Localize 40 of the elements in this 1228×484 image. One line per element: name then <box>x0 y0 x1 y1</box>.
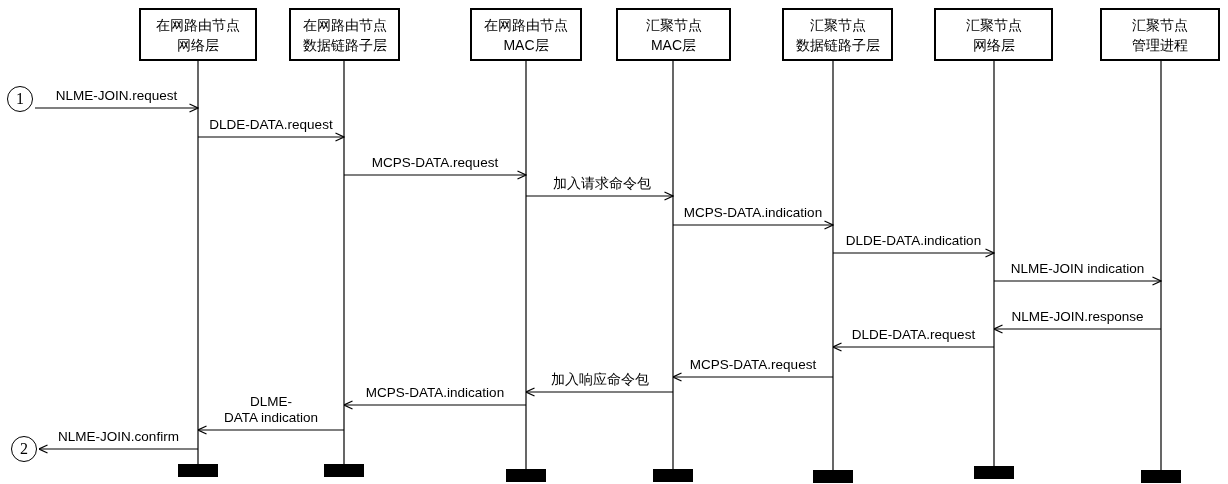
message-arrow <box>343 170 527 180</box>
participant-name: 在网路由节点 <box>484 15 568 35</box>
message-arrow <box>672 372 834 382</box>
message-label: 加入响应命令包 <box>549 372 650 388</box>
message-label: NLME-JOIN.request <box>54 88 179 104</box>
message-arrow <box>197 425 345 435</box>
message-arrow <box>197 132 345 142</box>
message-label: NLME-JOIN.response <box>1010 309 1145 325</box>
message-arrow <box>34 103 199 113</box>
message-label: MCPS-DATA.request <box>370 155 500 171</box>
message-arrow <box>672 220 834 230</box>
message-label: MCPS-DATA.request <box>688 357 818 373</box>
participant-name: MAC层 <box>650 35 697 55</box>
message-arrow <box>525 387 674 397</box>
participant-name: 数据链路子层 <box>795 35 880 55</box>
participant-name: 汇聚节点 <box>645 15 702 35</box>
participant-name: MAC层 <box>503 35 549 55</box>
step-number: 2 <box>20 441 28 457</box>
message-arrow <box>525 191 674 201</box>
participant-name: 在网路由节点 <box>302 15 387 35</box>
participant-name: 管理进程 <box>1132 35 1188 55</box>
step-number: 1 <box>16 91 24 107</box>
step-number-circle <box>11 436 37 462</box>
message-arrow <box>38 444 199 454</box>
message-arrow <box>993 276 1162 286</box>
step-number-circle <box>7 86 33 112</box>
participant-name: 网络层 <box>972 35 1015 55</box>
message-arrow <box>993 324 1162 334</box>
participant-name: 数据链路子层 <box>302 35 387 55</box>
participant-name: 汇聚节点 <box>809 15 866 35</box>
message-arrow <box>832 248 995 258</box>
message-arrow <box>343 400 527 410</box>
participant-name: 在网路由节点 <box>156 15 240 35</box>
participant-name: 网络层 <box>177 35 219 55</box>
participant-name: 汇聚节点 <box>965 15 1022 35</box>
message-label: DLDE-DATA.request <box>208 117 334 133</box>
message-label: DLDE-DATA.request <box>850 327 977 343</box>
message-arrow <box>832 342 995 352</box>
message-label: 加入请求命令包 <box>552 176 652 192</box>
participant-name: 汇聚节点 <box>1132 15 1188 35</box>
